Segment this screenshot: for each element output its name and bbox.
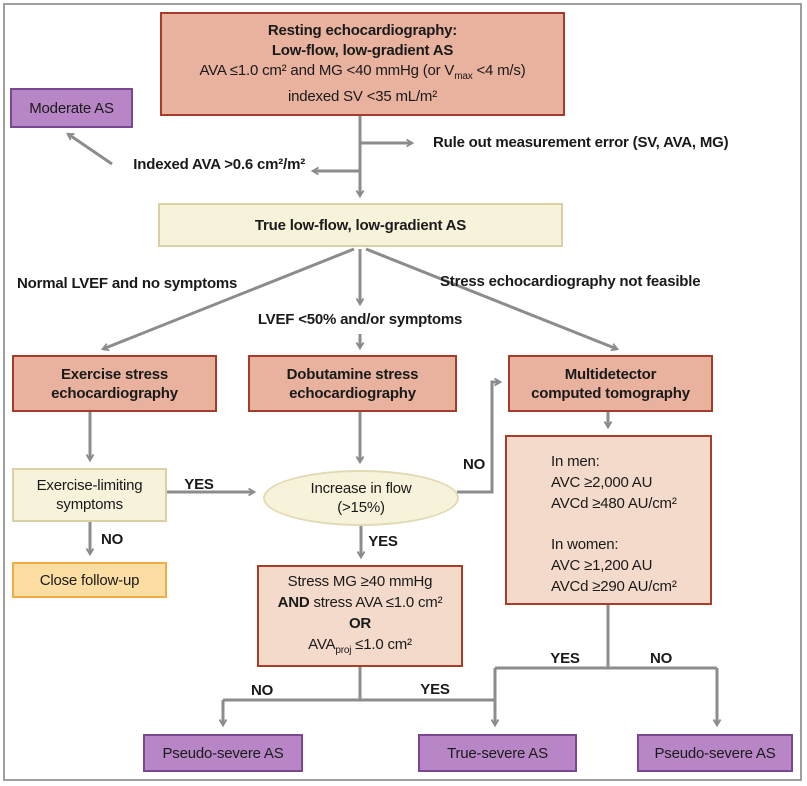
close-followup-label: Close follow-up [39,571,140,589]
connector-to-mdct [365,247,620,352]
resting-title-2: Low-flow, low-gradient AS [271,42,454,59]
resting-criteria-line: AVA ≤1.0 cm² and MG <40 mmHg (or Vmax <4… [199,62,526,82]
stress-no-label: NO [250,682,274,699]
exercise-stress-box: Exercise stress echocardiography [12,355,217,412]
resting-sv-line: indexed SV <35 mL/m² [288,88,437,105]
stress-criteria-avaproj-line: AVAproj ≤1.0 cm² [308,636,412,656]
increase-flow-ellipse: Increase in flow (>15%) [263,470,459,526]
moderate-as-label: Moderate AS [29,99,114,117]
rule-out-label: Rule out measurement error (SV, AVA, MG) [433,134,729,151]
mdct-yes-label: YES [550,650,580,667]
resting-title-1: Resting echocardiography: [267,22,458,39]
true-severe-box: True-severe AS [418,734,577,772]
connector-flow-no-to-mdct [457,377,503,494]
resting-echo-box: Resting echocardiography: Low-flow, low-… [160,12,565,116]
mdct-no-label: NO [649,650,673,667]
flow-no-label: NO [462,456,486,473]
indexed-ava-label: Indexed AVA >0.6 cm²/m² [133,156,305,173]
stress-not-feasible-label: Stress echocardiography not feasible [440,273,701,290]
true-lflg-label: True low-flow, low-gradient AS [254,216,467,234]
true-lflg-box: True low-flow, low-gradient AS [158,203,563,247]
moderate-as-box: Moderate AS [10,88,133,128]
normal-lvef-label: Normal LVEF and no symptoms [17,275,238,292]
connector-to-exercise-stress [100,247,355,352]
mdct-criteria-box: In men: AVC ≥2,000 AU AVCd ≥480 AU/cm² I… [505,435,712,605]
pseudo-severe-left-box: Pseudo-severe AS [143,734,303,772]
flow-yes-label: YES [368,533,398,550]
stress-criteria-and-line: AND stress AVA ≤1.0 cm² [277,594,443,611]
lvef50-label: LVEF <50% and/or symptoms [257,311,463,328]
exercise-limiting-box: Exercise-limiting symptoms [12,468,167,522]
stress-criteria-box: Stress MG ≥40 mmHg AND stress AVA ≤1.0 c… [257,565,463,667]
pseudo-severe-right-box: Pseudo-severe AS [637,734,793,772]
mdct-box: Multidetector computed tomography [508,355,713,412]
exercise-no-label: NO [100,531,124,548]
close-followup-box: Close follow-up [12,562,167,598]
connector-mdct-criteria-split [493,605,717,700]
exercise-yes-label: YES [184,476,214,493]
dobutamine-stress-box: Dobutamine stress echocardiography [248,355,457,412]
stress-yes-label: YES [420,681,450,698]
